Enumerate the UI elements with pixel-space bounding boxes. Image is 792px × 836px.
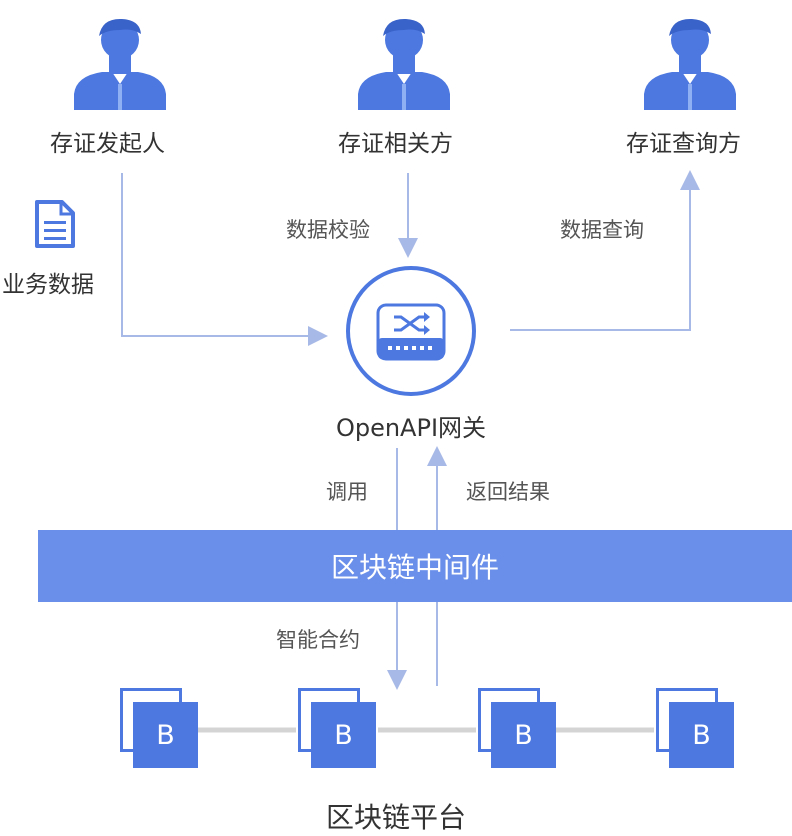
block: B bbox=[656, 688, 734, 768]
block: B bbox=[478, 688, 556, 768]
gateway-switch-icon bbox=[376, 303, 446, 361]
block-label: B bbox=[669, 702, 734, 768]
middleware-label: 区块链中间件 bbox=[330, 551, 499, 584]
edge-initiator-to-gateway bbox=[121, 173, 328, 346]
user-icon bbox=[644, 18, 736, 110]
user-icon bbox=[74, 18, 166, 110]
business-data-label: 业务数据 bbox=[2, 272, 94, 298]
block-label: B bbox=[133, 702, 198, 768]
user-icon bbox=[358, 18, 450, 110]
edge-query-label: 数据查询 bbox=[560, 218, 644, 242]
edge-result-label: 返回结果 bbox=[466, 480, 550, 504]
block: B bbox=[298, 688, 376, 768]
edge-gateway-to-querier bbox=[510, 170, 700, 331]
gateway-circle bbox=[346, 266, 476, 396]
platform-title: 区块链平台 bbox=[325, 801, 466, 834]
block: B bbox=[120, 688, 198, 768]
edge-validate-label: 数据校验 bbox=[286, 218, 370, 242]
block-label: B bbox=[311, 702, 376, 768]
role-querier-label: 存证查询方 bbox=[626, 131, 741, 157]
middleware-bar: 区块链中间件 bbox=[38, 530, 792, 602]
gateway-label: OpenAPI网关 bbox=[335, 414, 487, 442]
role-initiator-label: 存证发起人 bbox=[50, 131, 165, 157]
edge-contract-label: 智能合约 bbox=[276, 628, 360, 652]
document-icon bbox=[35, 200, 75, 248]
role-related-label: 存证相关方 bbox=[338, 131, 453, 157]
edge-invoke-label: 调用 bbox=[326, 480, 368, 504]
block-label: B bbox=[491, 702, 556, 768]
